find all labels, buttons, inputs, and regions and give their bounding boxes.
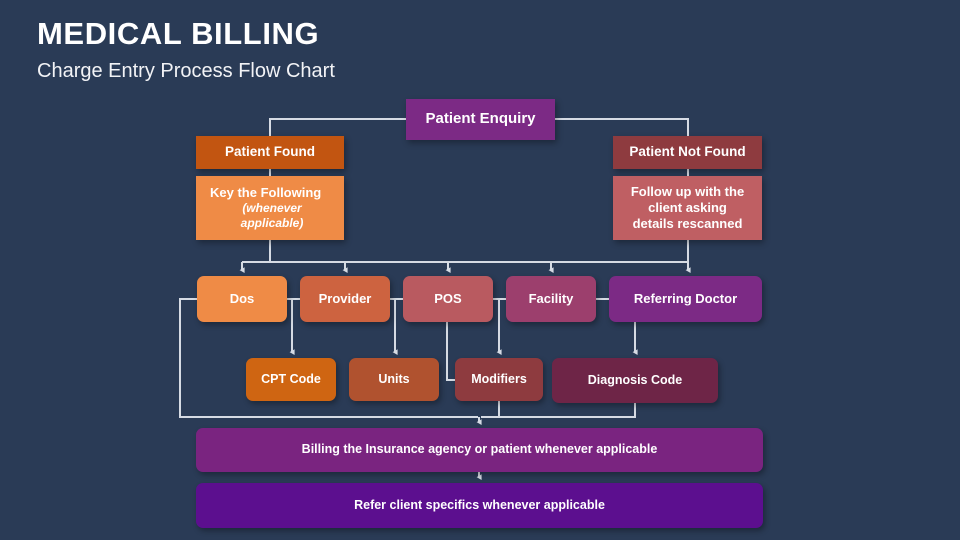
node-label: Modifiers [471, 371, 527, 386]
node-pos[interactable]: POS [403, 276, 493, 322]
node-follow-up[interactable]: Follow up with the client asking details… [613, 176, 762, 240]
node-patient-enquiry[interactable]: Patient Enquiry [406, 99, 555, 140]
node-patient-not-found[interactable]: Patient Not Found [613, 136, 762, 169]
node-refer-client-specifics[interactable]: Refer client specifics whenever applicab… [196, 483, 763, 528]
node-label: POS [434, 291, 462, 307]
node-referring-doctor[interactable]: Referring Doctor [609, 276, 762, 322]
node-label-line3: details rescanned [632, 215, 743, 231]
node-label: Units [378, 371, 410, 386]
node-diagnosis-code[interactable]: Diagnosis Code [552, 358, 718, 403]
node-label-line2: client asking [648, 200, 727, 216]
node-label: Referring Doctor [633, 291, 738, 307]
node-label-line1: Follow up with the [630, 184, 745, 200]
node-modifiers[interactable]: Modifiers [455, 358, 543, 401]
node-sublabel: (whenever applicable) [240, 201, 304, 230]
node-billing-insurance[interactable]: Billing the Insurance agency or patient … [196, 428, 763, 472]
node-label: Refer client specifics whenever applicab… [354, 497, 605, 512]
node-label: Billing the Insurance agency or patient … [301, 442, 658, 457]
page-title: MEDICAL BILLING [37, 16, 320, 51]
node-units[interactable]: Units [349, 358, 439, 401]
node-label: Provider [318, 291, 372, 307]
page-subtitle: Charge Entry Process Flow Chart [37, 60, 335, 82]
node-patient-found[interactable]: Patient Found [196, 136, 344, 169]
node-label: Patient Not Found [629, 144, 746, 160]
node-label: Key the Following [210, 185, 322, 201]
node-label: Facility [528, 291, 574, 307]
node-cpt-code[interactable]: CPT Code [246, 358, 336, 401]
node-label: Dos [229, 291, 255, 307]
node-label: Patient Enquiry [425, 110, 536, 128]
node-label: Diagnosis Code [587, 372, 683, 387]
node-key-the-following[interactable]: Key the Following (whenever applicable) [196, 176, 344, 240]
node-label: CPT Code [261, 371, 321, 386]
node-provider[interactable]: Provider [300, 276, 390, 322]
node-dos[interactable]: Dos [197, 276, 287, 322]
node-label: Patient Found [225, 144, 315, 160]
node-facility[interactable]: Facility [506, 276, 596, 322]
